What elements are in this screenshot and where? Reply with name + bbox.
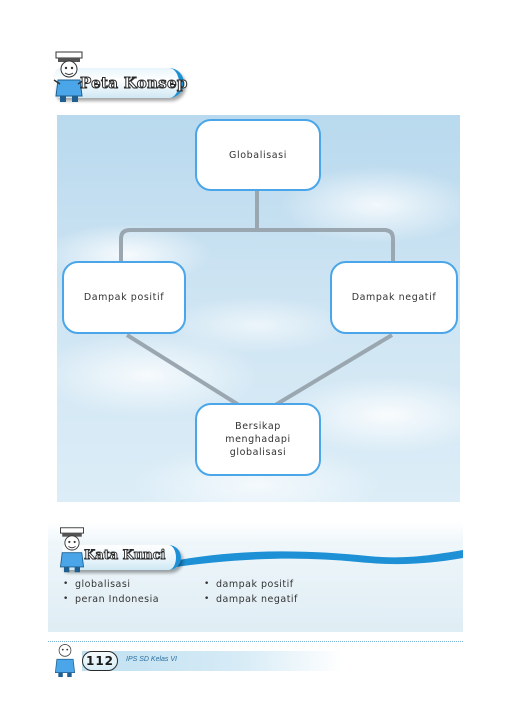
node-dampak-negatif-label: Dampak negatif	[351, 292, 437, 303]
keyword-bullet: •	[63, 594, 69, 604]
footer-band	[82, 651, 342, 671]
footer-divider	[48, 641, 463, 643]
concept-map-connectors	[119, 190, 395, 409]
node-bersikap-label-1: Bersikap menghadapi	[225, 421, 291, 445]
keywords-title: Kata Kunci	[84, 548, 166, 564]
node-dampak-positif-label: Dampak positif	[83, 292, 165, 303]
keyword-item: peran Indonesia	[75, 594, 160, 605]
connector-left-bottom	[125, 333, 244, 409]
mascot-footer-icon	[54, 644, 76, 678]
keyword-item: dampak negatif	[216, 594, 298, 605]
node-bersikap: Bersikap menghadapi globalisasi	[195, 403, 321, 476]
keywords-band	[48, 522, 463, 632]
keyword-item: dampak positif	[216, 579, 294, 590]
section-title: Peta Konsep	[80, 74, 188, 93]
mascot-icon	[53, 51, 85, 102]
node-bersikap-label-2: globalisasi	[229, 447, 287, 458]
keyword-bullet: •	[63, 579, 69, 589]
page-number: 112	[82, 651, 118, 671]
node-dampak-negatif: Dampak negatif	[330, 261, 458, 334]
connector-right-bottom	[270, 333, 394, 409]
keyword-bullet: •	[204, 594, 210, 604]
mascot-keywords-icon	[59, 527, 85, 573]
node-globalisasi: Globalisasi	[195, 119, 321, 191]
node-dampak-positif: Dampak positif	[62, 261, 186, 334]
keyword-bullet: •	[204, 579, 210, 589]
keywords-wave	[168, 550, 463, 568]
node-globalisasi-label: Globalisasi	[229, 149, 287, 161]
book-title: IPS SD Kelas VI	[126, 656, 177, 663]
concept-map-panel: Globalisasi Dampak positif Dampak negati…	[57, 115, 460, 502]
keyword-item: globalisasi	[75, 579, 131, 590]
connector-branch	[119, 228, 395, 262]
